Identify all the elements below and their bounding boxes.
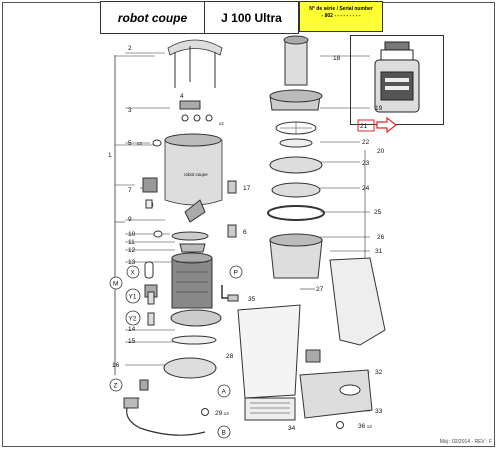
- revision-footer: Màj : 02/2014 · REV : F: [439, 439, 492, 445]
- serial-label: N° de série / Serial number: [309, 6, 373, 12]
- serial-box: N° de série / Serial number - 802 - - - …: [299, 1, 383, 32]
- serial-value: - 802 - - - - - - - - -: [321, 13, 361, 19]
- brand-logo: robot coupe: [100, 1, 205, 34]
- model-title: J 100 Ultra: [204, 1, 299, 34]
- bottle-thumbnail: [350, 35, 444, 125]
